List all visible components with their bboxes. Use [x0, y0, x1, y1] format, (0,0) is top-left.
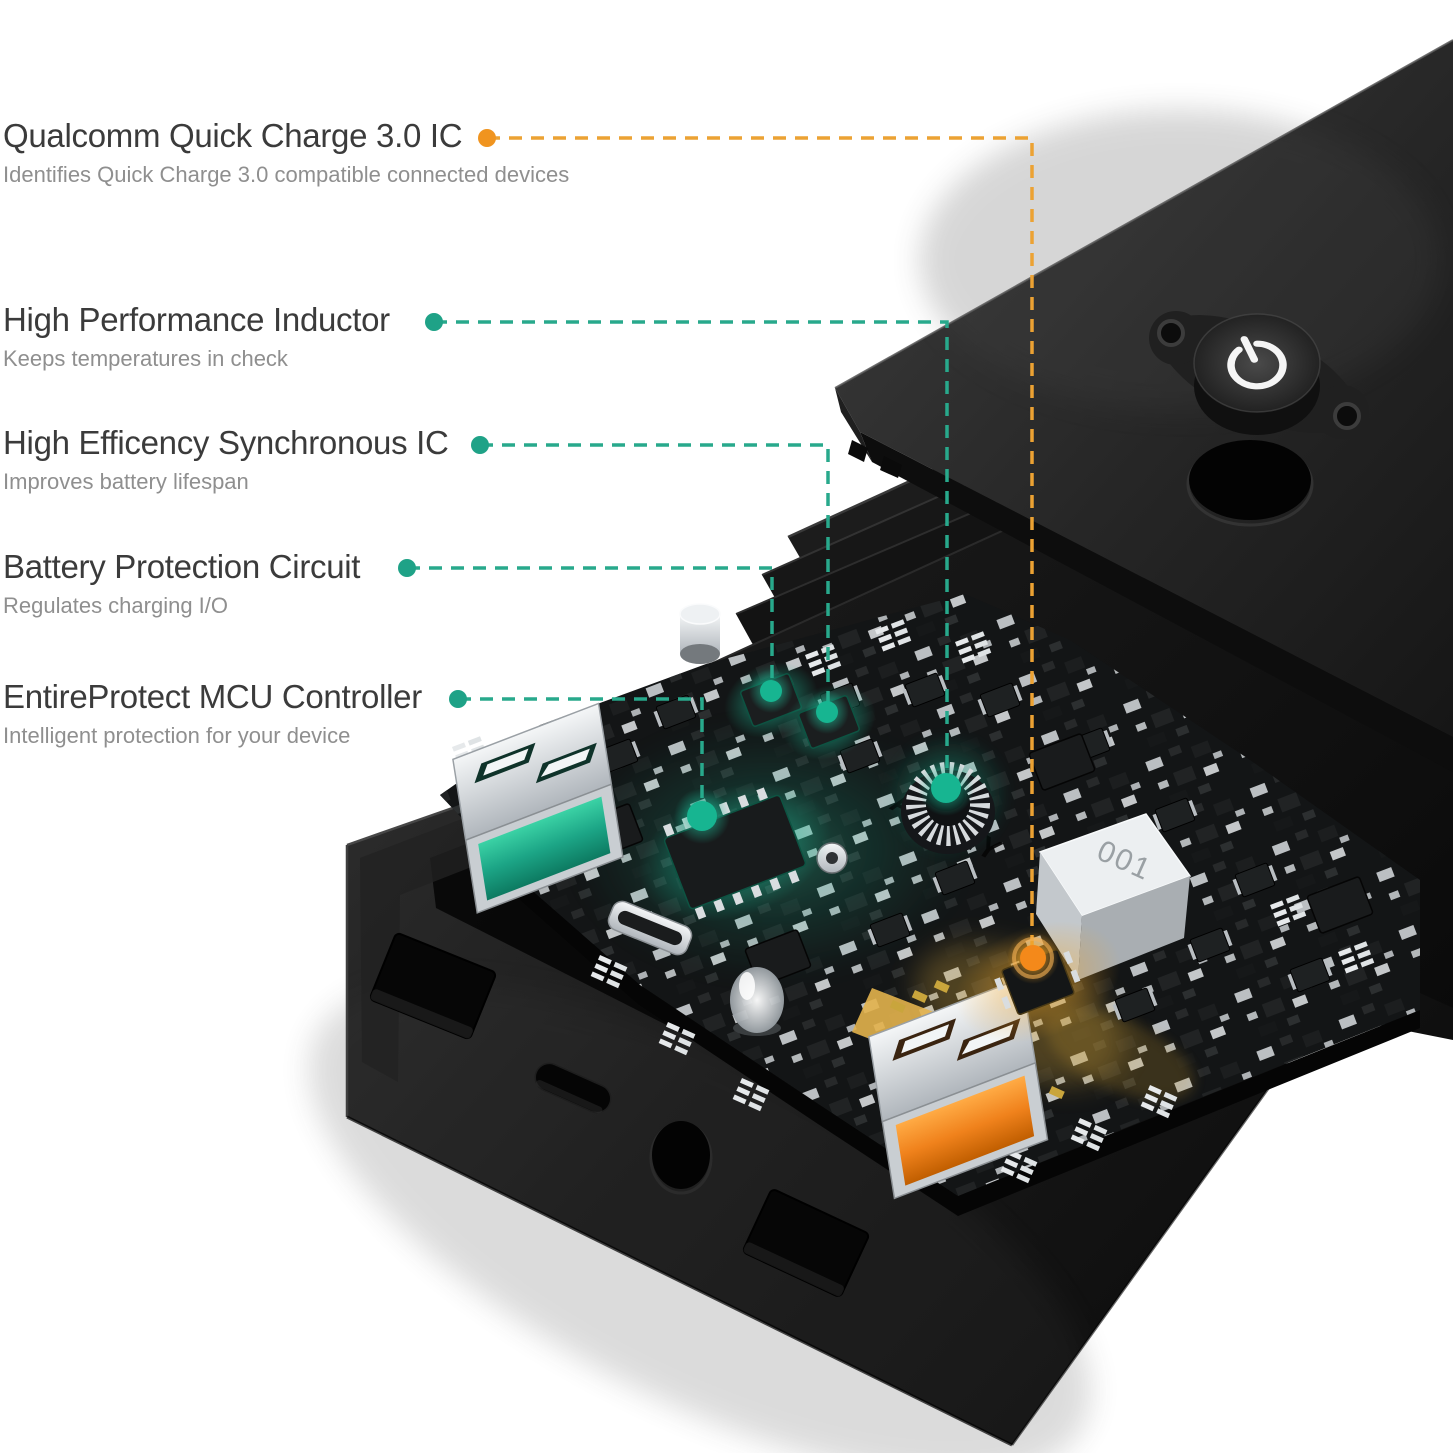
leader-dot-orange [478, 129, 496, 147]
annotation-title: High Performance Inductor [3, 301, 390, 338]
usb-port-green [452, 702, 624, 914]
leader-line-battery-protection [407, 566, 774, 688]
round-port-hole [649, 1121, 713, 1195]
annotation-inductor: High Performance Inductor Keeps temperat… [3, 300, 390, 372]
annotation-title: High Efficency Synchronous IC [3, 424, 449, 461]
annotation-subtitle: Regulates charging I/O [3, 593, 229, 618]
leader-line-mcu [458, 697, 704, 812]
leader-dot-teal [471, 436, 489, 454]
annotation-subtitle: Improves battery lifespan [3, 469, 249, 494]
micro-usb-connector [607, 900, 693, 956]
leader-dot-teal [425, 313, 443, 331]
annotation-battery-protection: Battery Protection Circuit Regulates cha… [3, 547, 360, 619]
annotation-title: Battery Protection Circuit [3, 548, 361, 585]
leader-line-synchronous [480, 443, 830, 708]
leader-line-quick-charge [487, 136, 1034, 952]
leader-dot-teal [398, 559, 416, 577]
led-dome [730, 967, 784, 1036]
leader-dot-teal [449, 690, 467, 708]
target-dot-inductor [931, 773, 961, 803]
capacitor-cylinder [679, 603, 721, 664]
leader-dots [398, 129, 1059, 984]
annotation-subtitle: Identifies Quick Charge 3.0 compatible c… [3, 162, 570, 187]
annotation-mcu-controller: EntireProtect MCU Controller Intelligent… [3, 677, 422, 749]
annotation-subtitle: Keeps temperatures in check [3, 346, 288, 371]
annotation-subtitle: Intelligent protection for your device [3, 723, 351, 748]
power-button [1149, 311, 1369, 439]
target-dot-quick-charge [1020, 945, 1046, 971]
power-button-hole [1189, 440, 1311, 520]
annotation-title: EntireProtect MCU Controller [3, 678, 422, 715]
target-dot-synchronous [816, 701, 838, 723]
usb-cutout-left [369, 932, 497, 1040]
target-dot-battery-protection [760, 680, 782, 702]
target-dot-mcu [687, 801, 717, 831]
annotation-synchronous-ic: High Efficency Synchronous IC Improves b… [3, 423, 449, 495]
leader-lines [407, 136, 1034, 952]
leader-line-inductor [434, 320, 949, 786]
micro-usb-cutout [534, 1062, 612, 1114]
annotation-title: Qualcomm Quick Charge 3.0 IC [3, 117, 463, 154]
annotation-quick-charge: Qualcomm Quick Charge 3.0 IC Identifies … [3, 116, 569, 188]
power-icon [1227, 336, 1287, 390]
top-lid [834, 39, 1453, 772]
usb-cutout-right [742, 1189, 870, 1297]
